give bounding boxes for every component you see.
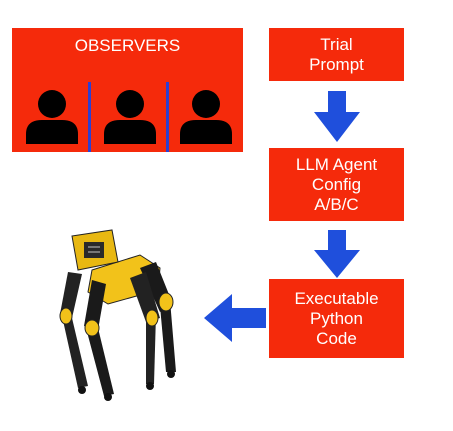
llm-agent-line: A/B/C: [314, 194, 359, 214]
arrow-down-icon: [314, 91, 360, 142]
trial-prompt-box: Trial Prompt: [269, 28, 404, 81]
person-icon: [26, 90, 78, 144]
executable-code-line: Python: [310, 308, 363, 328]
person-icon: [180, 90, 232, 144]
executable-code-line: Executable: [294, 288, 379, 308]
arrow-left-icon: [204, 294, 266, 342]
person-icon: [104, 90, 156, 144]
robot-dog-icon: [59, 229, 176, 401]
trial-prompt-line: Prompt: [309, 54, 364, 74]
arrow-down-icon: [314, 230, 360, 278]
observers-box: OBSERVERS: [12, 28, 243, 152]
observers-title: OBSERVERS: [74, 36, 181, 55]
executable-code-box: Executable Python Code: [269, 279, 404, 358]
llm-agent-line: Config: [311, 174, 362, 194]
trial-prompt-line: Trial: [320, 34, 353, 54]
observer-divider: [88, 82, 91, 152]
llm-agent-line: LLM Agent: [295, 154, 378, 174]
llm-agent-box: LLM Agent Config A/B/C: [269, 148, 404, 221]
observer-divider: [166, 82, 169, 152]
executable-code-line: Code: [316, 328, 357, 348]
